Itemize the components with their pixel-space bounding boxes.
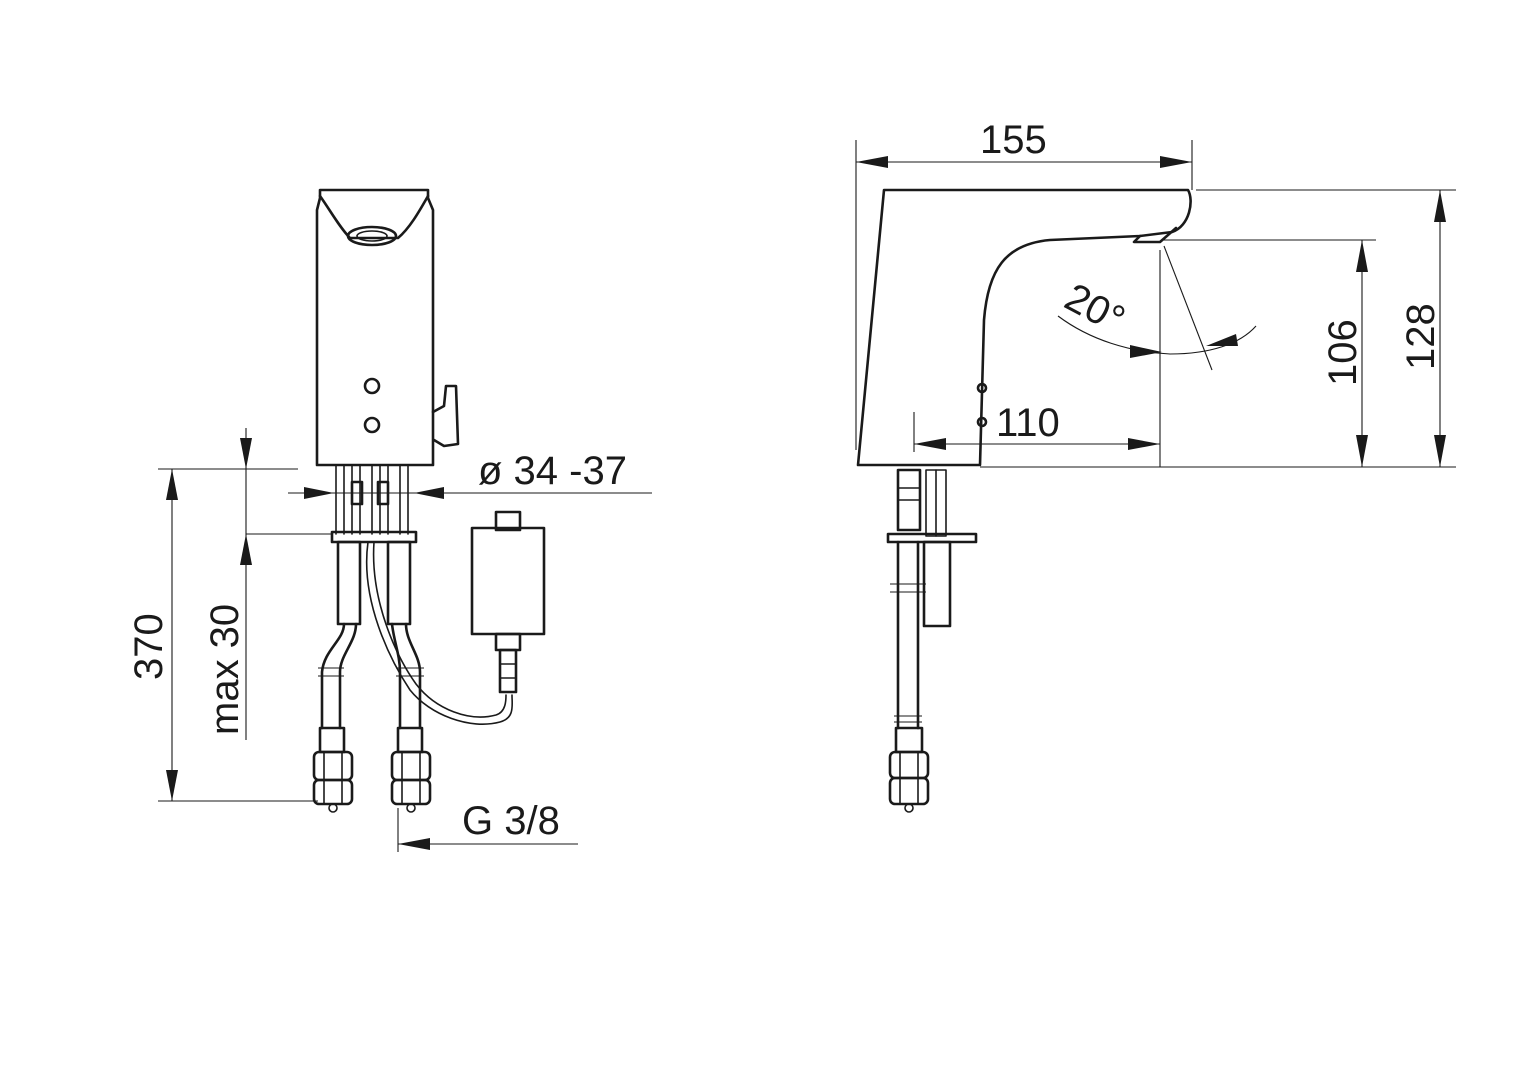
sensor-cable (366, 541, 514, 725)
dim-max-30 (240, 428, 332, 740)
side-view: 155 128 106 110 20° (855, 118, 1456, 813)
dim-106 (1162, 239, 1376, 467)
dim-thread (397, 808, 578, 852)
spout-outlet (1132, 226, 1178, 244)
sensor-eye (346, 225, 398, 247)
dim-angle (1057, 245, 1257, 371)
dim-110 (913, 250, 1161, 467)
dim-155 (855, 140, 1193, 450)
side-mounting (886, 468, 978, 813)
label-370: 370 (127, 613, 171, 680)
label-max-30: max 30 (203, 604, 247, 735)
label-thread: G 3/8 (462, 799, 560, 843)
left-hose (320, 622, 358, 730)
label-110: 110 (996, 401, 1060, 445)
button-top (363, 377, 381, 395)
label-155: 155 (980, 118, 1047, 162)
label-106: 106 (1321, 319, 1365, 386)
side-faucet-body (856, 188, 1192, 467)
side-lever (431, 384, 460, 448)
left-connector (312, 726, 354, 813)
right-connector (390, 726, 432, 813)
label-diameter: ø 34 -37 (478, 449, 627, 493)
front-faucet-body (315, 188, 435, 467)
mounting-rods (335, 464, 409, 535)
dim-370 (158, 468, 318, 802)
button-bottom (363, 416, 381, 434)
dim-diameter (288, 487, 652, 499)
dim-128 (980, 189, 1456, 468)
label-128: 128 (1399, 303, 1443, 370)
front-top-cap (318, 194, 430, 240)
front-view: 370 max 30 ø 34 -37 G 3/8 (127, 188, 652, 852)
control-box (470, 510, 546, 694)
label-angle: 20° (1058, 275, 1132, 342)
